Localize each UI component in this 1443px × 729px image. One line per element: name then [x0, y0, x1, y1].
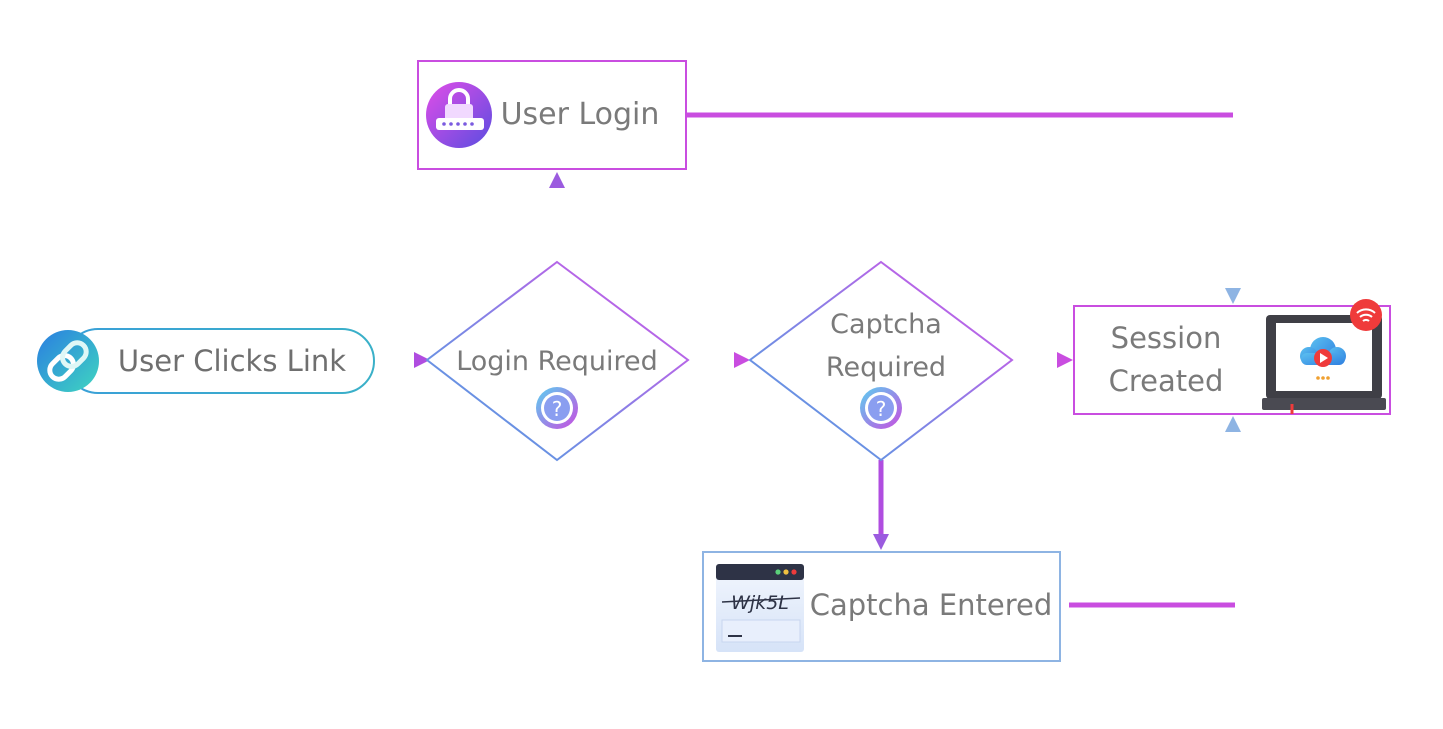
node-session-created[interactable]: Session Created — [1073, 299, 1391, 415]
decision-label-line2: Required — [826, 352, 946, 383]
decision-shape — [425, 260, 690, 462]
start-label: User Clicks Link — [118, 344, 346, 378]
arrowhead — [1057, 352, 1073, 368]
monitor-cloud-video-icon — [1262, 315, 1386, 414]
svg-text:Wjk5L: Wjk5L — [731, 592, 789, 614]
node-user-login[interactable]: User Login — [417, 60, 687, 170]
decision-shape — [748, 260, 1014, 462]
process-label-line2: Created — [1109, 364, 1224, 398]
wifi-icon — [1350, 299, 1382, 331]
process-label-line1: Session — [1111, 321, 1222, 355]
node-user-clicks-link[interactable]: User Clicks Link — [37, 328, 375, 394]
node-captcha-entered[interactable]: Wjk5L Captcha Entered — [702, 551, 1061, 662]
arrowhead — [1225, 288, 1241, 304]
captcha-window-icon: Wjk5L — [716, 564, 804, 652]
svg-text:?: ? — [876, 397, 887, 421]
decision-label: Login Required — [456, 346, 658, 377]
connectors — [375, 112, 1241, 608]
svg-text:?: ? — [552, 397, 563, 421]
question-icon: ? — [860, 387, 902, 429]
arrowhead — [1225, 416, 1241, 432]
link-icon — [37, 330, 99, 392]
decision-label-line1: Captcha — [830, 309, 942, 340]
process-label: User Login — [501, 97, 660, 132]
process-label: Captcha Entered — [810, 588, 1053, 622]
arrowhead — [734, 352, 750, 368]
arrowhead — [549, 172, 565, 188]
decision-captcha-required[interactable]: Captcha Required ? — [748, 260, 1014, 462]
arrowhead — [414, 352, 430, 368]
decision-login-required[interactable]: Login Required ? — [425, 260, 690, 462]
password-lock-icon — [426, 82, 492, 148]
question-icon: ? — [536, 387, 578, 429]
arrowhead — [873, 534, 889, 550]
